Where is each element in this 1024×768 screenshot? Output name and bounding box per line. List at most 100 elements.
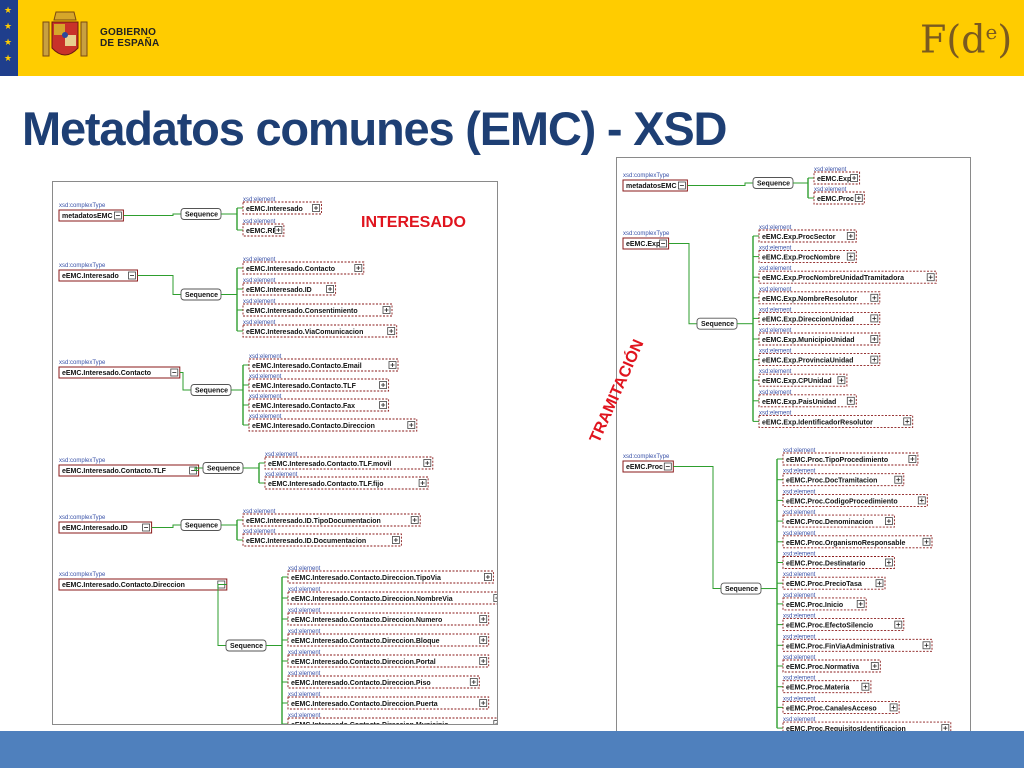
element-caption: xsd:element [759,410,792,416]
element-label: eEMC.Proc.Materia [786,685,850,692]
element-caption: xsd:element [783,552,816,558]
element-caption: xsd:element [783,469,816,475]
element-box [782,452,919,466]
element-caption: xsd:element [783,696,816,702]
element-caption: xsd:element [783,614,816,620]
sequence-label: Sequence [185,523,218,530]
element-caption: xsd:element [243,219,276,225]
element-caption: xsd:element [783,717,816,723]
element-label: eEMC.Interesado.Contacto.Direccion.TipoV… [291,575,441,582]
type-caption: xsd:complexType [59,360,106,366]
element-caption: xsd:element [783,593,816,599]
element-label: eEMC.Interesado.ID.TipoDocumentacion [246,518,381,525]
sequence-label: Sequence [185,212,218,219]
element-label: eEMC.Interesado.Contacto.Direccion.Bloqu… [291,638,440,645]
element-label: eEMC.Exp [817,176,851,183]
element-label: eEMC.Proc.Destinatario [786,561,865,568]
type-connector [194,467,203,471]
element-box [242,324,398,338]
element-label: eEMC.Proc.OrganismoResponsable [786,540,906,547]
type-caption: xsd:complexType [59,263,106,269]
element-label: eEMC.Exp.PaisUnidad [762,399,836,406]
element-label: eEMC.Interesado.Contacto.Direccion.Munic… [291,722,449,724]
element-caption: xsd:element [759,307,792,313]
sequence-label: Sequence [701,321,734,328]
expand-icon [493,720,497,724]
element-label: eEMC.Interesado.Contacto.Direccion.Porta… [291,659,436,666]
complex-type-label: eEMC.Interesado [62,273,119,280]
element-box [782,473,905,487]
fde-logo: F(de) [920,17,1013,62]
element-label: eEMC.Proc.RequisitosIdentificacion [786,726,906,733]
element-box [242,201,322,215]
element-label: eEMC.Interesado.Contacto.Email [252,363,362,370]
element-label: eEMC.Proc.EfectoSilencio [786,623,873,630]
element-label: eEMC.Interesado [246,206,303,213]
element-caption: xsd:element [243,299,276,305]
element-box [813,191,865,205]
complex-type-box [622,237,670,250]
coat-of-arms-icon [42,11,88,57]
element-caption: xsd:element [265,472,298,478]
element-box [248,418,418,432]
element-label: eEMC.Exp.NombreResolutor [762,296,858,303]
element-caption: xsd:element [783,510,816,516]
element-label: eEMC.Interesado.Contacto.Direccion.Nombr… [291,596,453,603]
element-box [287,612,490,626]
element-box [287,633,490,647]
element-label: eEMC.Interesado.Contacto [246,266,335,273]
element-caption: xsd:element [288,608,321,614]
complex-type-label: eEMC.Proc [626,464,663,471]
element-caption: xsd:element [783,448,816,454]
element-box [782,680,872,694]
sequence-label: Sequence [725,586,758,593]
element-caption: xsd:element [288,566,321,572]
type-caption: xsd:complexType [59,572,106,578]
complex-type-label: eEMC.Interesado.ID [62,525,128,532]
element-label: eEMC.Interesado.Contacto.Direccion [252,423,375,430]
type-caption: xsd:complexType [59,203,106,209]
element-box [248,358,399,372]
element-box [758,373,848,387]
element-box [758,332,881,346]
type-connector [151,524,181,528]
element-caption: xsd:element [288,713,321,719]
element-box [758,270,937,284]
sequence-label: Sequence [195,388,228,395]
element-caption: xsd:element [249,354,282,360]
element-box [242,533,402,547]
element-caption: xsd:element [243,278,276,284]
element-box [782,659,881,673]
element-caption: xsd:element [759,225,792,231]
element-caption: xsd:element [265,452,298,458]
government-name: GOBIERNO DE ESPAÑA [100,27,159,49]
element-label: eEMC.Proc.DocTramitacion [786,478,877,485]
type-connector [137,275,181,295]
footer-bar [0,731,1024,768]
label-interesado: INTERESADO [361,214,466,231]
element-caption: xsd:element [783,655,816,661]
xsd-diagram-tramitacion-canvas: xsd:complexType metadatosEMC Sequence xsd:e… [622,167,952,733]
sequence-label: Sequence [757,181,790,188]
element-box [758,250,857,264]
element-label: eEMC.Exp.MunicipioUnidad [762,337,855,344]
sequence-label: Sequence [230,643,263,650]
government-line-2: DE ESPAÑA [100,38,160,49]
government-line-1: GOBIERNO [100,27,157,38]
complex-type-label: eEMC.Exp [626,241,660,248]
element-label: eEMC.Proc.Normativa [786,664,859,671]
element-label: eEMC.Proc.TipoProcedimiento [786,457,888,464]
type-caption: xsd:complexType [623,454,670,460]
element-box [287,591,497,605]
element-label: eEMC.Exp.CPUnidad [762,378,832,385]
element-label: eEMC.Interesado.Consentimiento [246,308,358,315]
element-box [782,721,952,733]
complex-type-label: metadatosEMC [626,183,677,190]
element-label: eEMC.RP [246,228,277,235]
element-label: eEMC.Proc.Inicio [786,602,843,609]
element-caption: xsd:element [759,369,792,375]
sequence-label: Sequence [207,466,240,473]
element-box [242,261,365,275]
element-box [782,493,928,507]
element-caption: xsd:element [759,349,792,355]
